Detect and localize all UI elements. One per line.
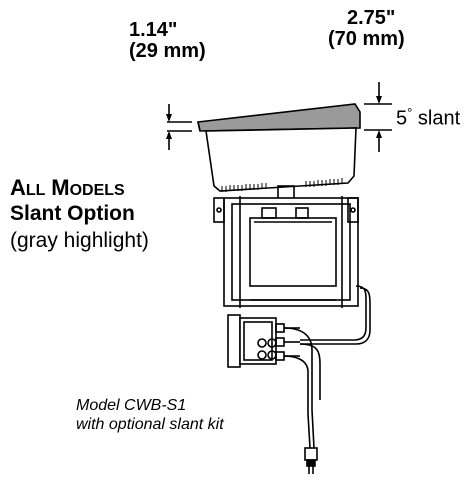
power-cord bbox=[283, 327, 321, 474]
caption-model: Model CWB-S1 bbox=[76, 397, 187, 414]
right-dimension-inches: 2.75" bbox=[347, 7, 396, 29]
heading-cap-a: A bbox=[10, 175, 26, 200]
left-dimension-mm: (29 mm) bbox=[129, 40, 206, 62]
heading-all-models: ALL MODELS bbox=[10, 176, 125, 200]
heading-slant-option: Slant Option bbox=[10, 202, 135, 225]
slant-angle-label: 5° slant bbox=[396, 106, 460, 130]
heading-cap-m: M bbox=[51, 175, 70, 200]
slant-angle-value: 5 bbox=[396, 107, 408, 130]
slant-word: slant bbox=[417, 107, 461, 130]
cable-run bbox=[300, 285, 371, 345]
caption-slant-kit: with optional slant kit bbox=[76, 416, 224, 433]
degree-symbol: ° bbox=[407, 105, 413, 120]
junction-box bbox=[227, 314, 300, 368]
heading-rest-odels: ODELS bbox=[69, 182, 125, 199]
left-dimension-inches: 1.14" bbox=[129, 19, 178, 41]
right-dimension-mm: (70 mm) bbox=[328, 28, 405, 50]
heading-rest-ll: LL bbox=[25, 182, 46, 199]
heading-gray-highlight: (gray highlight) bbox=[10, 229, 149, 252]
right-dimension-marker bbox=[364, 82, 392, 152]
left-dimension-marker bbox=[166, 104, 192, 150]
slant-top-panel bbox=[197, 103, 361, 132]
enclosure-body bbox=[205, 127, 357, 210]
mounting-frame bbox=[213, 196, 359, 308]
